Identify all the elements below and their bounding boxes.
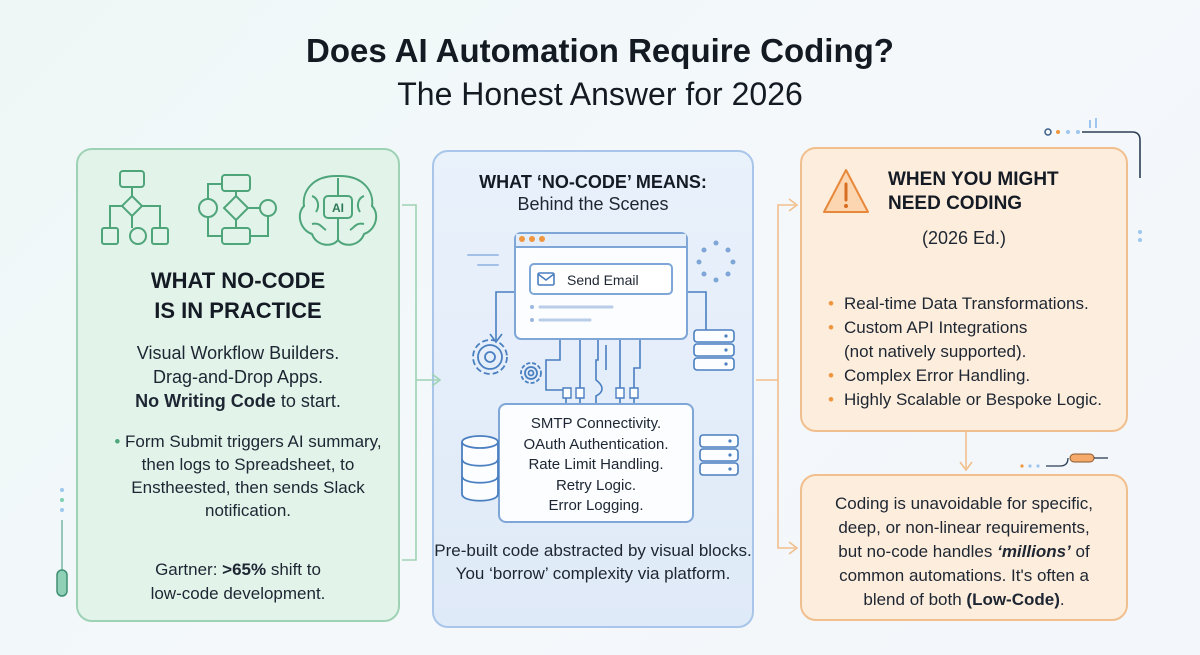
decorative-dashes bbox=[468, 255, 498, 265]
connector-left-to-middle bbox=[402, 205, 440, 560]
page-subtitle: The Honest Answer for 2026 bbox=[397, 76, 803, 112]
decorative-antenna bbox=[1045, 118, 1142, 242]
window-dot-icon bbox=[539, 236, 545, 242]
server-icon bbox=[700, 435, 738, 475]
conclusion-panel bbox=[800, 474, 1128, 621]
send-email-label: Send Email bbox=[567, 272, 639, 288]
cable-connectors bbox=[546, 340, 640, 403]
decorative-slider bbox=[57, 488, 67, 596]
flowchart-icon bbox=[102, 171, 168, 244]
flow-arrows bbox=[490, 292, 712, 342]
behind-scenes-heading: WHAT ‘NO-CODE’ MEANS: bbox=[479, 172, 707, 192]
behind-the-scenes-panel bbox=[432, 150, 754, 628]
workflow-icon bbox=[199, 175, 276, 244]
envelope-icon bbox=[538, 273, 554, 285]
page-title: Does AI Automation Require Coding? bbox=[306, 32, 894, 69]
ai-badge: AI bbox=[332, 201, 344, 215]
send-email-block bbox=[529, 263, 673, 295]
abstraction-note: Pre-built code abstracted by visual bloc… bbox=[434, 541, 752, 583]
ai-brain-icon bbox=[300, 176, 376, 245]
backend-engine-box bbox=[498, 403, 694, 523]
gartner-stat: Gartner: >65% shift to low-code developm… bbox=[150, 560, 326, 603]
decorative-slider-small bbox=[1020, 454, 1108, 468]
list-item: Highly Scalable or Bespoke Logic. bbox=[826, 388, 1102, 412]
placeholder-lines bbox=[540, 307, 612, 320]
connector-middle-to-right bbox=[756, 199, 972, 554]
coding-needed-list: Real-time Data Transformations. Custom A… bbox=[826, 292, 1102, 412]
dotted-circle-icon bbox=[696, 240, 736, 283]
server-icon bbox=[694, 330, 734, 370]
edition-label: (2026 Ed.) bbox=[921, 228, 1007, 248]
conclusion-text: Coding is unavoidable for specific, deep… bbox=[835, 494, 1093, 609]
database-icon bbox=[462, 436, 498, 501]
workflow-example-bullet: • Form Submit triggers AI summary, then … bbox=[114, 432, 382, 520]
gear-icon bbox=[473, 340, 541, 383]
window-dot-icon bbox=[529, 236, 535, 242]
behind-scenes-subheading: Behind the Scenes bbox=[517, 194, 669, 214]
window-dot-icon bbox=[519, 236, 525, 242]
list-item: Custom API Integrations(not natively sup… bbox=[826, 316, 1102, 364]
practice-heading: WHAT NO-CODE IS IN PRACTICE bbox=[150, 268, 326, 323]
list-item: Complex Error Handling. bbox=[826, 364, 1102, 388]
practice-description: Visual Workflow Builders. Drag-and-Drop … bbox=[135, 343, 341, 411]
coding-needed-heading: WHEN YOU MIGHT NEED CODING bbox=[888, 169, 1059, 214]
warning-icon bbox=[824, 170, 868, 212]
list-item: Real-time Data Transformations. bbox=[826, 292, 1102, 316]
engine-capabilities: SMTP Connectivity. OAuth Authentication.… bbox=[523, 415, 669, 514]
